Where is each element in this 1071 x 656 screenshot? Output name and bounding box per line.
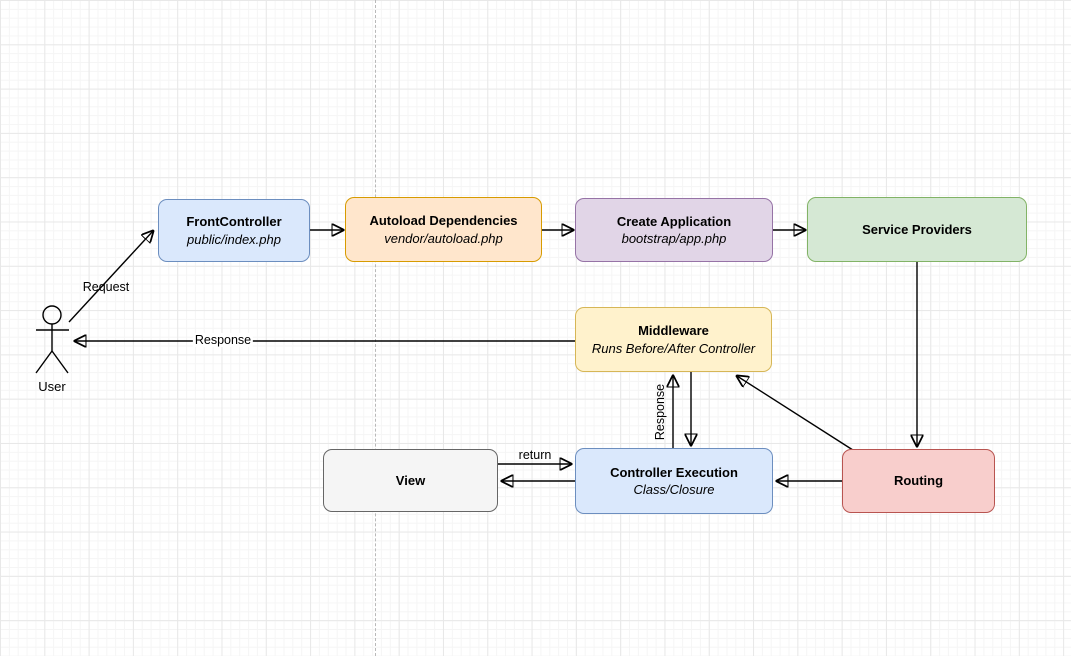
node-subtitle: bootstrap/app.php (621, 231, 727, 246)
node-subtitle: vendor/autoload.php (384, 230, 503, 246)
node-controller-execution: Controller Execution Class/Closure (575, 448, 773, 514)
node-create-application: Create Application bootstrap/app.php (575, 198, 773, 262)
node-title: Autoload Dependencies (369, 213, 518, 228)
node-subtitle: Class/Closure (633, 482, 715, 497)
node-routing: Routing (842, 449, 995, 513)
node-title: View (395, 472, 426, 488)
user-actor-icon (35, 305, 69, 374)
node-autoload-dependencies: Autoload Dependencies vendor/autoload.ph… (345, 197, 542, 262)
edge-label-return: return (518, 448, 552, 462)
node-subtitle: Runs Before/After Controller (591, 340, 756, 356)
edge-label-response-internal: Response (653, 383, 667, 441)
edge-label-request: Request (82, 280, 130, 294)
node-title: FrontController (186, 214, 282, 229)
edge-user-to-frontcontroller (68, 231, 153, 323)
node-title: Middleware (638, 323, 709, 338)
page-boundary-divider (375, 0, 376, 656)
node-subtitle: public/index.php (187, 231, 281, 247)
node-middleware: Middleware Runs Before/After Controller (575, 307, 772, 372)
node-title: Create Application (616, 213, 732, 229)
edge-routing-to-middleware (737, 376, 857, 453)
node-title: Service Providers (862, 221, 972, 237)
node-title: Routing (893, 473, 944, 489)
node-title: Controller Execution (610, 464, 738, 480)
node-service-providers: Service Providers (807, 197, 1027, 262)
node-front-controller: FrontController public/index.php (158, 199, 310, 262)
user-actor-label: User (38, 379, 66, 394)
edge-label-response-to-user: Response (192, 333, 254, 347)
node-view: View (323, 449, 498, 512)
